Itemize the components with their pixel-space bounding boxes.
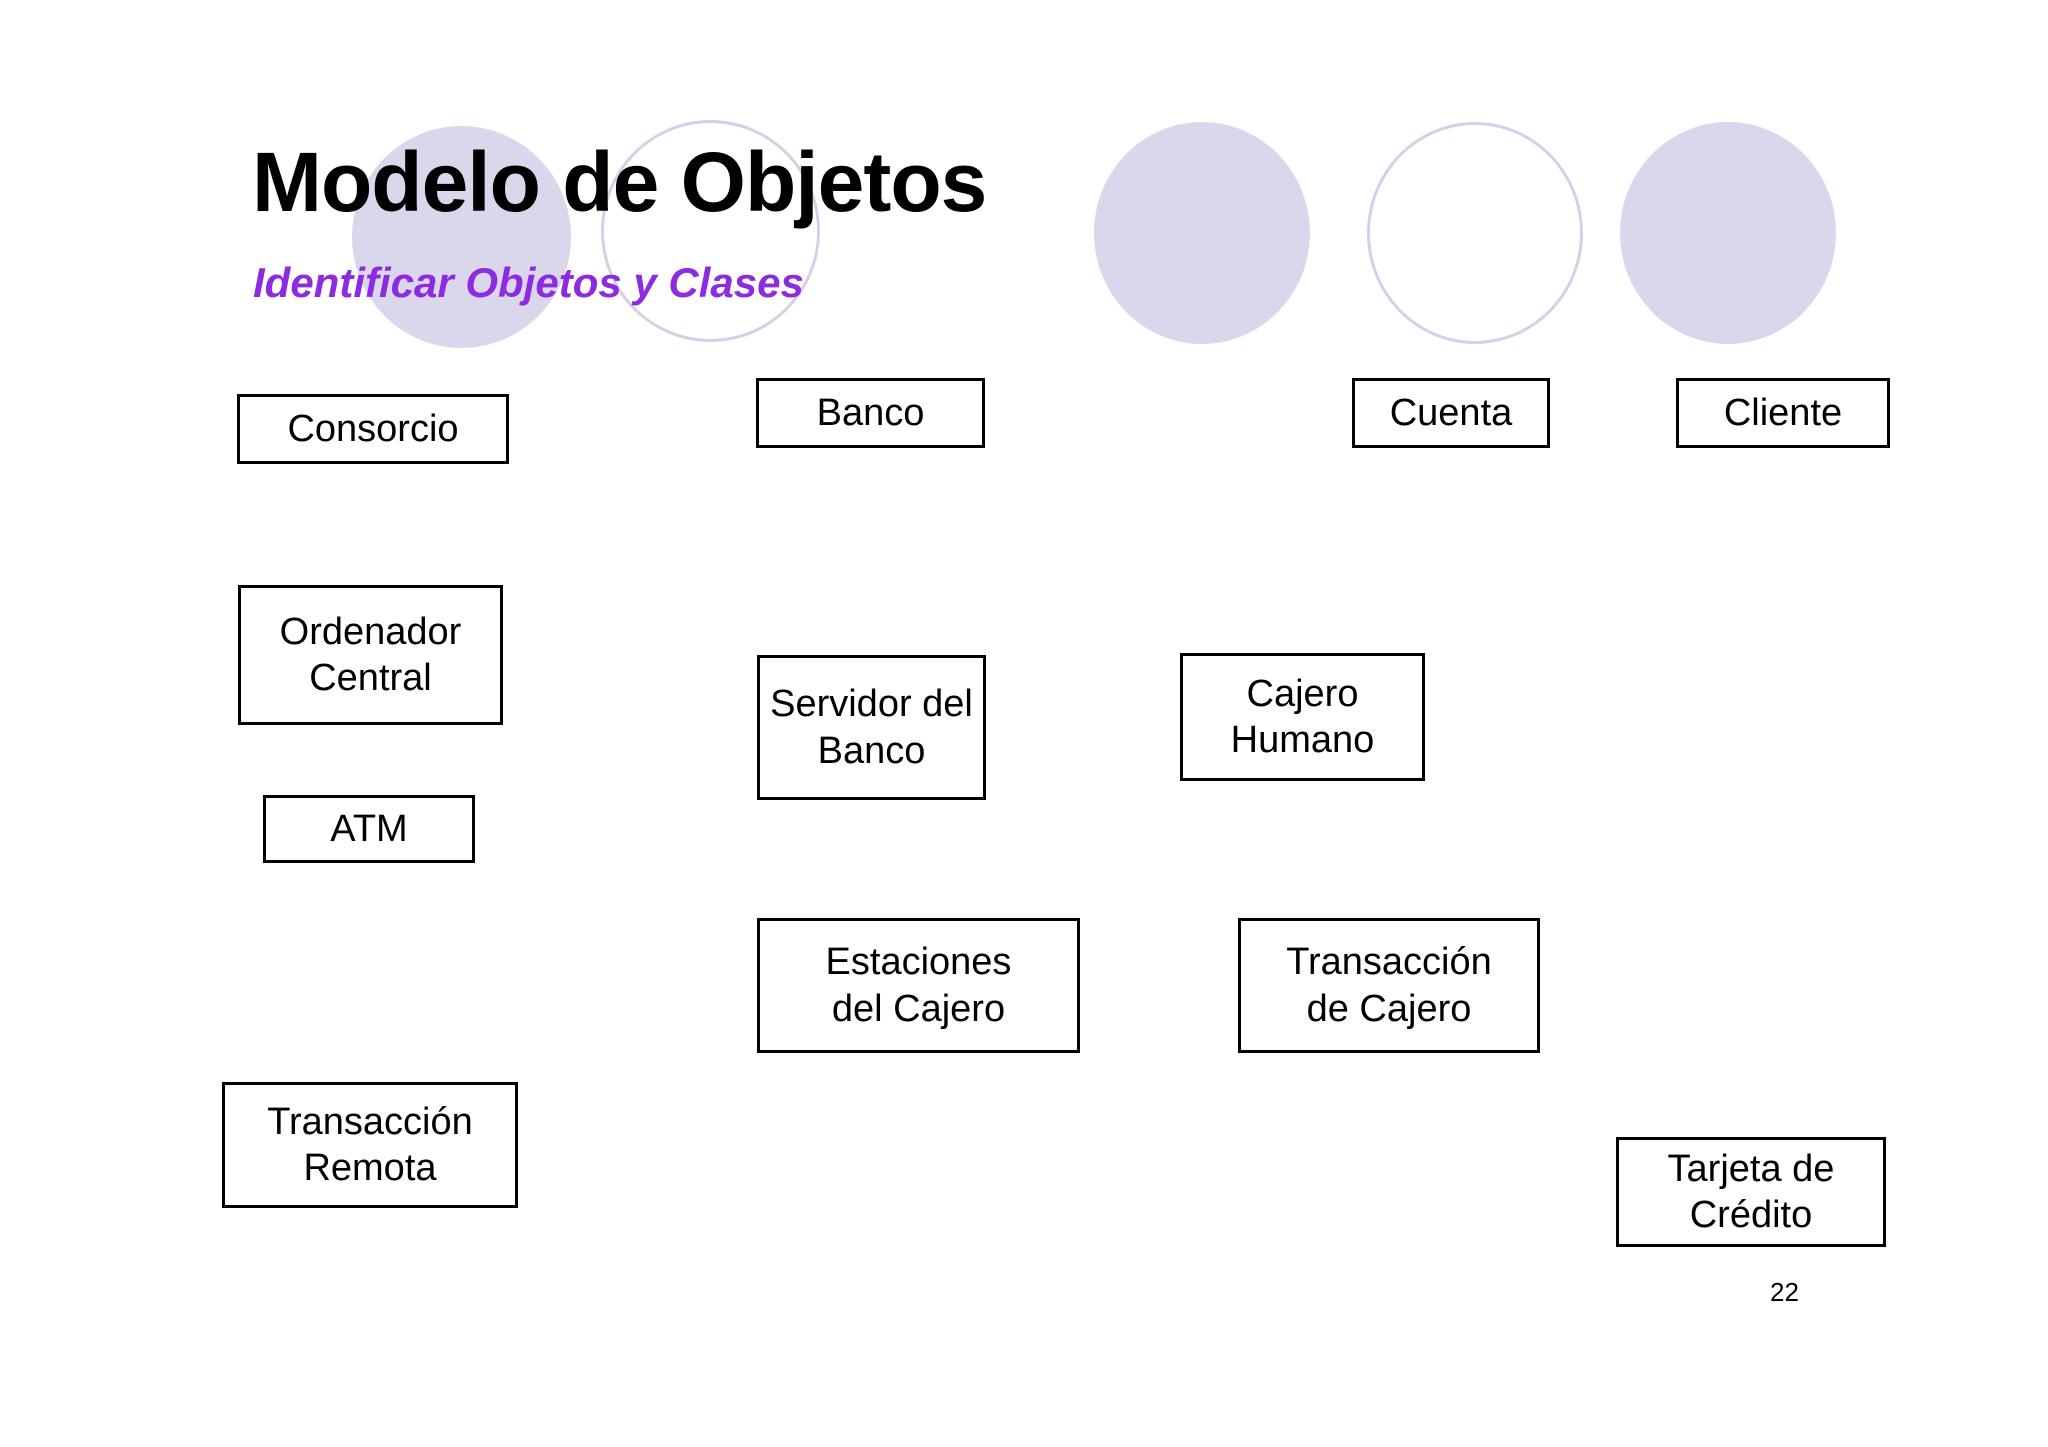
page-number: 22 [1770,1277,1799,1307]
class-box-label: Estaciones del Cajero [825,941,1012,1030]
class-box-ordenador-central[interactable]: Ordenador Central [238,585,503,725]
header-circle-4 [1367,122,1583,344]
class-box-label: Cliente [1723,391,1843,434]
class-box-cuenta[interactable]: Cuenta [1352,378,1550,448]
class-box-banco[interactable]: Banco [756,378,985,448]
class-box-servidor-del-banco[interactable]: Servidor del Banco [757,655,986,800]
class-box-label: Ordenador Central [279,610,462,699]
header-circle-3 [1094,122,1310,344]
class-box-label: Banco [816,391,925,434]
class-box-consorcio[interactable]: Consorcio [237,394,509,464]
header-circle-1 [352,126,571,348]
class-box-atm[interactable]: ATM [263,795,475,863]
class-box-label: Consorcio [287,407,459,450]
slide-title: Modelo de Objetos [252,135,987,229]
class-box-label: Servidor del Banco [770,683,973,772]
class-box-cajero-humano[interactable]: Cajero Humano [1180,653,1425,781]
class-box-label: Tarjeta de Crédito [1667,1147,1835,1236]
class-box-label: Cajero Humano [1230,672,1375,761]
class-box-transaccion-remota[interactable]: Transacción Remota [222,1082,518,1208]
slide-subtitle: Identificar Objetos y Clases [253,259,804,306]
class-box-transaccion-de-cajero[interactable]: Transacción de Cajero [1238,918,1540,1053]
header-circle-5 [1620,122,1836,344]
class-box-label: Cuenta [1389,391,1513,434]
class-box-label: Transacción Remota [267,1100,473,1189]
class-box-tarjeta-de-credito[interactable]: Tarjeta de Crédito [1616,1137,1886,1247]
class-box-label: Transacción de Cajero [1286,941,1492,1030]
header-circle-2 [601,120,820,342]
class-box-estaciones-del-cajero[interactable]: Estaciones del Cajero [757,918,1080,1053]
class-box-label: ATM [330,807,408,850]
class-box-cliente[interactable]: Cliente [1676,378,1890,448]
